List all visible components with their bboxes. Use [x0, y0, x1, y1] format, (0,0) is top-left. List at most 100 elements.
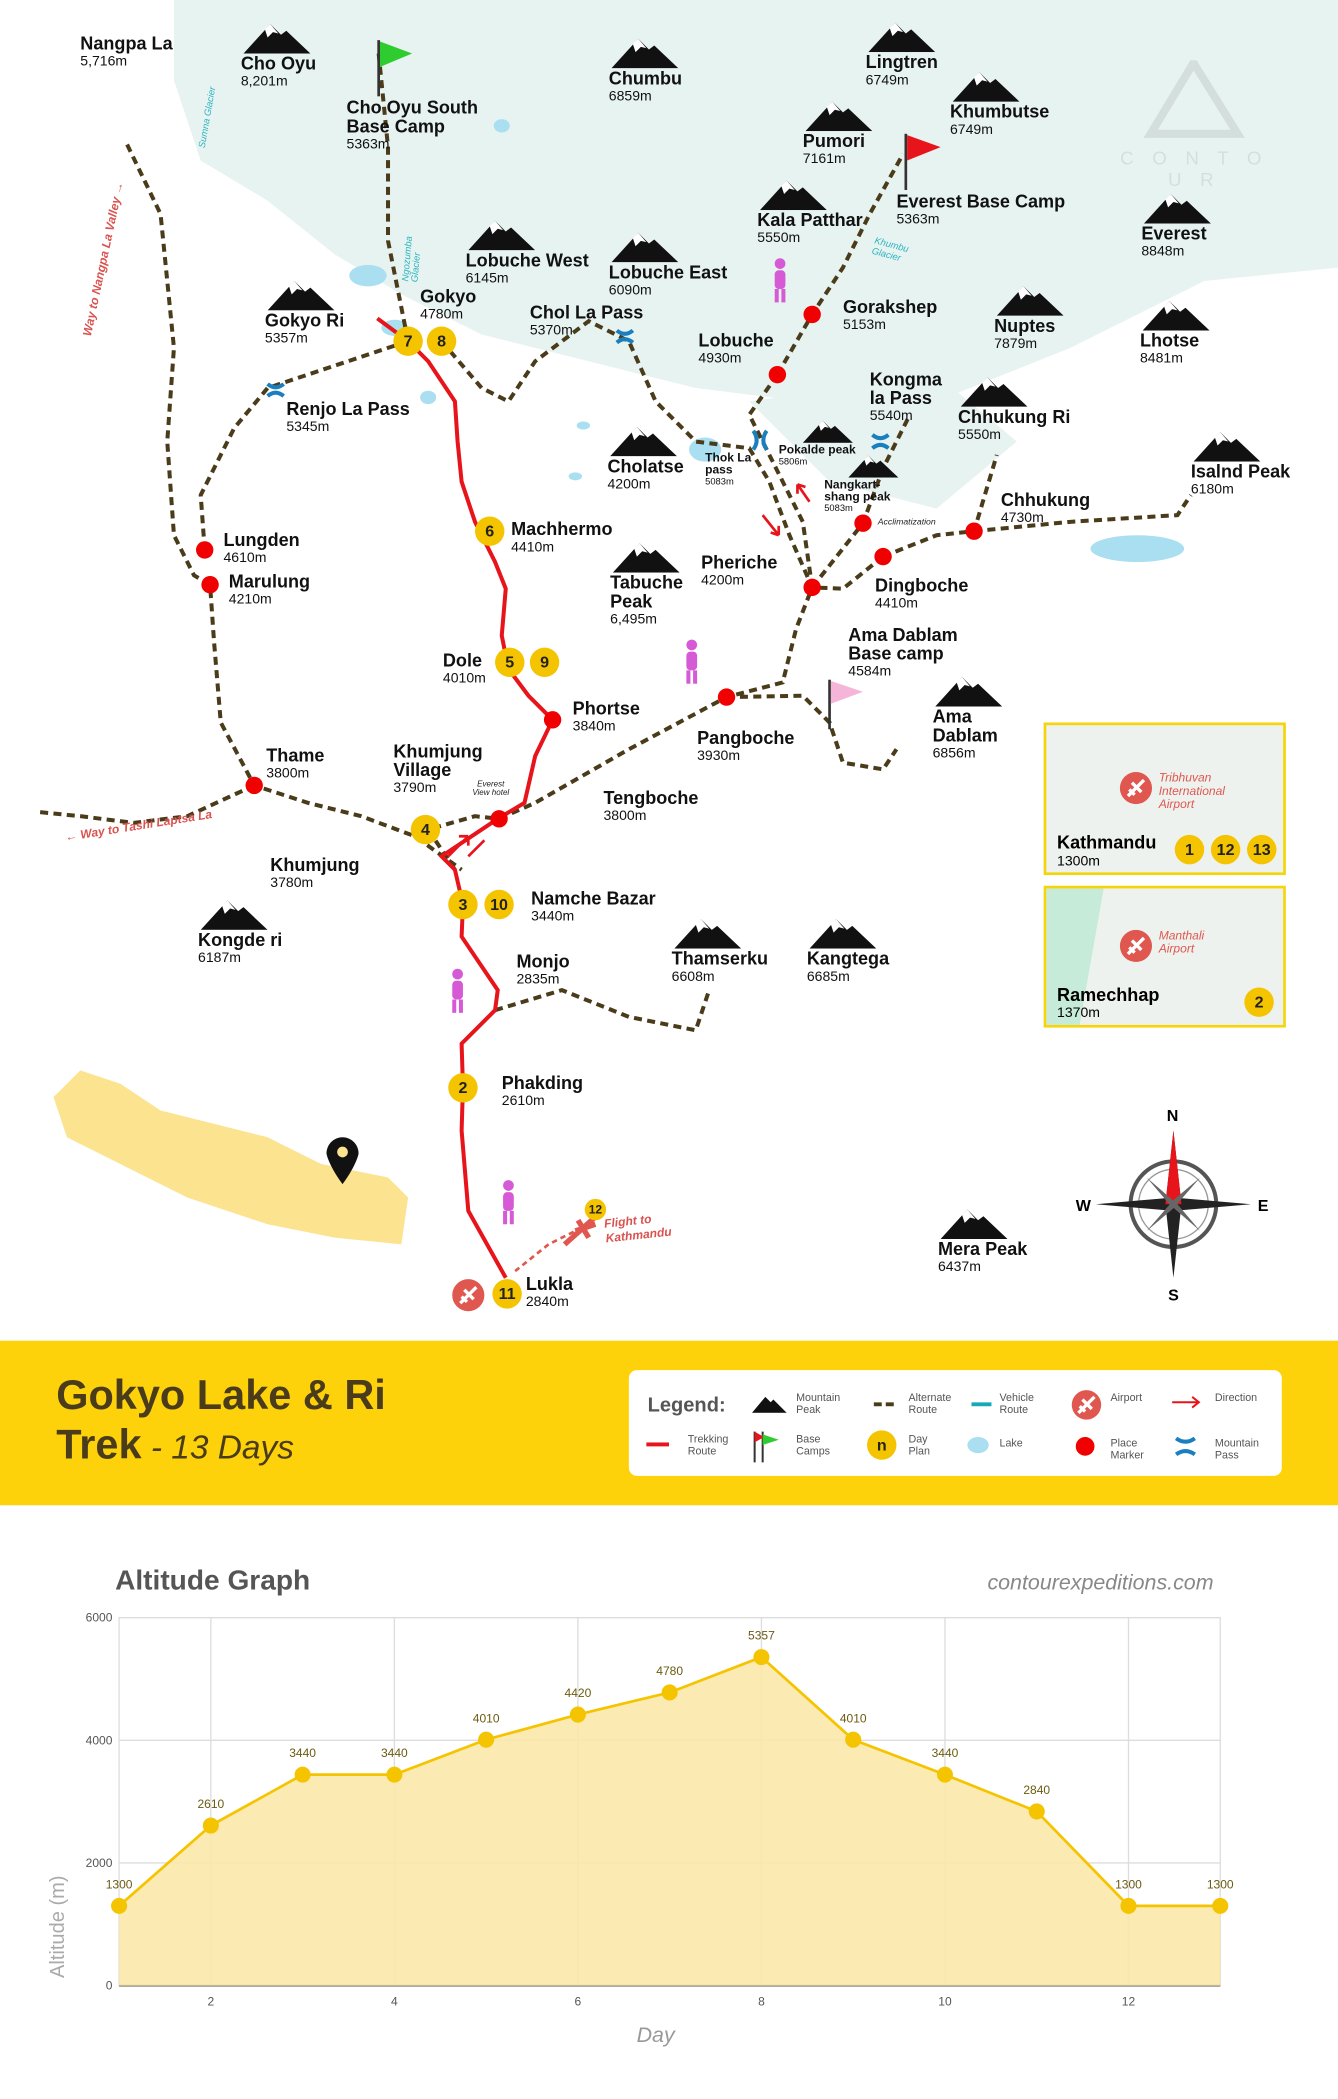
- area-fill: [119, 1657, 1221, 1986]
- place-altitude: 2840m: [525, 1293, 569, 1310]
- legend-label: Lake: [999, 1437, 1023, 1450]
- place-marker-icon: [717, 688, 736, 706]
- data-point: [294, 1766, 311, 1783]
- place-name: Kongma la Pass: [869, 369, 942, 409]
- place-name: Nangkart- shang peak: [824, 477, 891, 504]
- place-name: Chumbu: [608, 68, 683, 89]
- mountain-peak-icon: [809, 919, 877, 949]
- website-link[interactable]: contourexpeditions.com: [987, 1572, 1214, 1595]
- place-name: Tengboche: [603, 788, 699, 809]
- lake-icon: [967, 1437, 989, 1454]
- legend-label: Trekking Route: [687, 1432, 729, 1458]
- place-name: Thok La pass: [705, 450, 752, 477]
- day-marker: 8: [426, 326, 457, 356]
- place-marker-icon: [803, 305, 821, 324]
- data-point: [1028, 1803, 1045, 1820]
- mountain-peak-icon: [610, 426, 678, 457]
- trek-title-line2: Trek - 13 Days: [56, 1421, 294, 1469]
- legend-label: Mountain Peak: [796, 1391, 841, 1416]
- day-marker: 3: [448, 889, 478, 920]
- place-name: Everest: [1141, 223, 1207, 244]
- place-marker-icon: [1075, 1437, 1095, 1456]
- place-name: Marulung: [228, 571, 311, 592]
- mountain-peak-icon: [468, 220, 536, 251]
- place-name: Machhermo: [511, 519, 613, 540]
- place-altitude: 6685m: [806, 968, 850, 985]
- place-marker-icon: [490, 810, 508, 828]
- place-marker-icon: [965, 522, 983, 540]
- place-name: Khumjung: [270, 854, 360, 876]
- flight-route: [514, 1229, 576, 1273]
- place-altitude: 3440m: [531, 908, 575, 925]
- place-altitude: 8,201m: [240, 73, 288, 90]
- x-tick-label: 10: [938, 1995, 952, 2009]
- inset-ramechhap: Manthali Airport Ramechhap 1370m 2: [1043, 885, 1286, 1028]
- place-name: Chhukung: [1000, 489, 1091, 510]
- place-name: Phortse: [572, 698, 640, 719]
- place-altitude: 2610m: [501, 1093, 545, 1110]
- data-point: [478, 1731, 495, 1748]
- alternate-routes: [39, 53, 1193, 1033]
- place-altitude: 5550m: [757, 230, 801, 247]
- place-altitude: 5357m: [264, 330, 308, 347]
- x-tick-label: 8: [758, 1995, 765, 2009]
- place-name: Dingboche: [875, 575, 969, 596]
- inset-place-name: Kathmandu: [1057, 832, 1157, 853]
- place-name: Isalnd Peak: [1190, 461, 1291, 482]
- place-name: Khumjung Village: [393, 741, 483, 781]
- legend-label: Place Marker: [1110, 1437, 1144, 1462]
- place-name: Gokyo Ri: [264, 310, 345, 331]
- data-point: [1120, 1897, 1137, 1914]
- place-name: Pumori: [802, 131, 866, 152]
- data-point: [1212, 1897, 1229, 1914]
- place-altitude: 3800m: [266, 765, 310, 782]
- place-altitude: 5806m: [778, 457, 808, 467]
- place-altitude: 6090m: [608, 282, 652, 299]
- place-altitude: 8848m: [1141, 243, 1185, 260]
- data-label: 2610: [197, 1797, 224, 1811]
- place-name: Gorakshep: [842, 297, 938, 318]
- place-altitude: 4730m: [1000, 509, 1044, 526]
- place-altitude: 6145m: [465, 270, 509, 287]
- mountain-peak-icon: [1142, 301, 1210, 331]
- place-name: Chol La Pass: [529, 302, 644, 323]
- data-point: [386, 1766, 403, 1783]
- data-point: [569, 1706, 586, 1723]
- place-name: Kongde ri: [198, 929, 283, 950]
- x-tick-label: 6: [575, 1995, 582, 2009]
- mountain-peak-icon: [960, 377, 1028, 407]
- legend-label: Direction: [1214, 1391, 1258, 1404]
- mountain-pass-icon: [1174, 1436, 1196, 1457]
- y-tick-label: 2000: [86, 1856, 113, 1870]
- mountain-peak-icon: [674, 919, 742, 949]
- place-altitude: 4200m: [701, 572, 745, 589]
- place-altitude: 6437m: [937, 1259, 981, 1276]
- airport-icon: [452, 1279, 485, 1312]
- place-name: Lobuche East: [608, 262, 728, 283]
- place-marker-icon: [196, 541, 214, 559]
- mountain-peak-icon: [200, 900, 268, 930]
- place-name: Nuptes: [994, 315, 1056, 336]
- day-marker: 12: [584, 1198, 607, 1221]
- place-name: Lingtren: [865, 52, 938, 73]
- airport-icon: [1071, 1390, 1102, 1420]
